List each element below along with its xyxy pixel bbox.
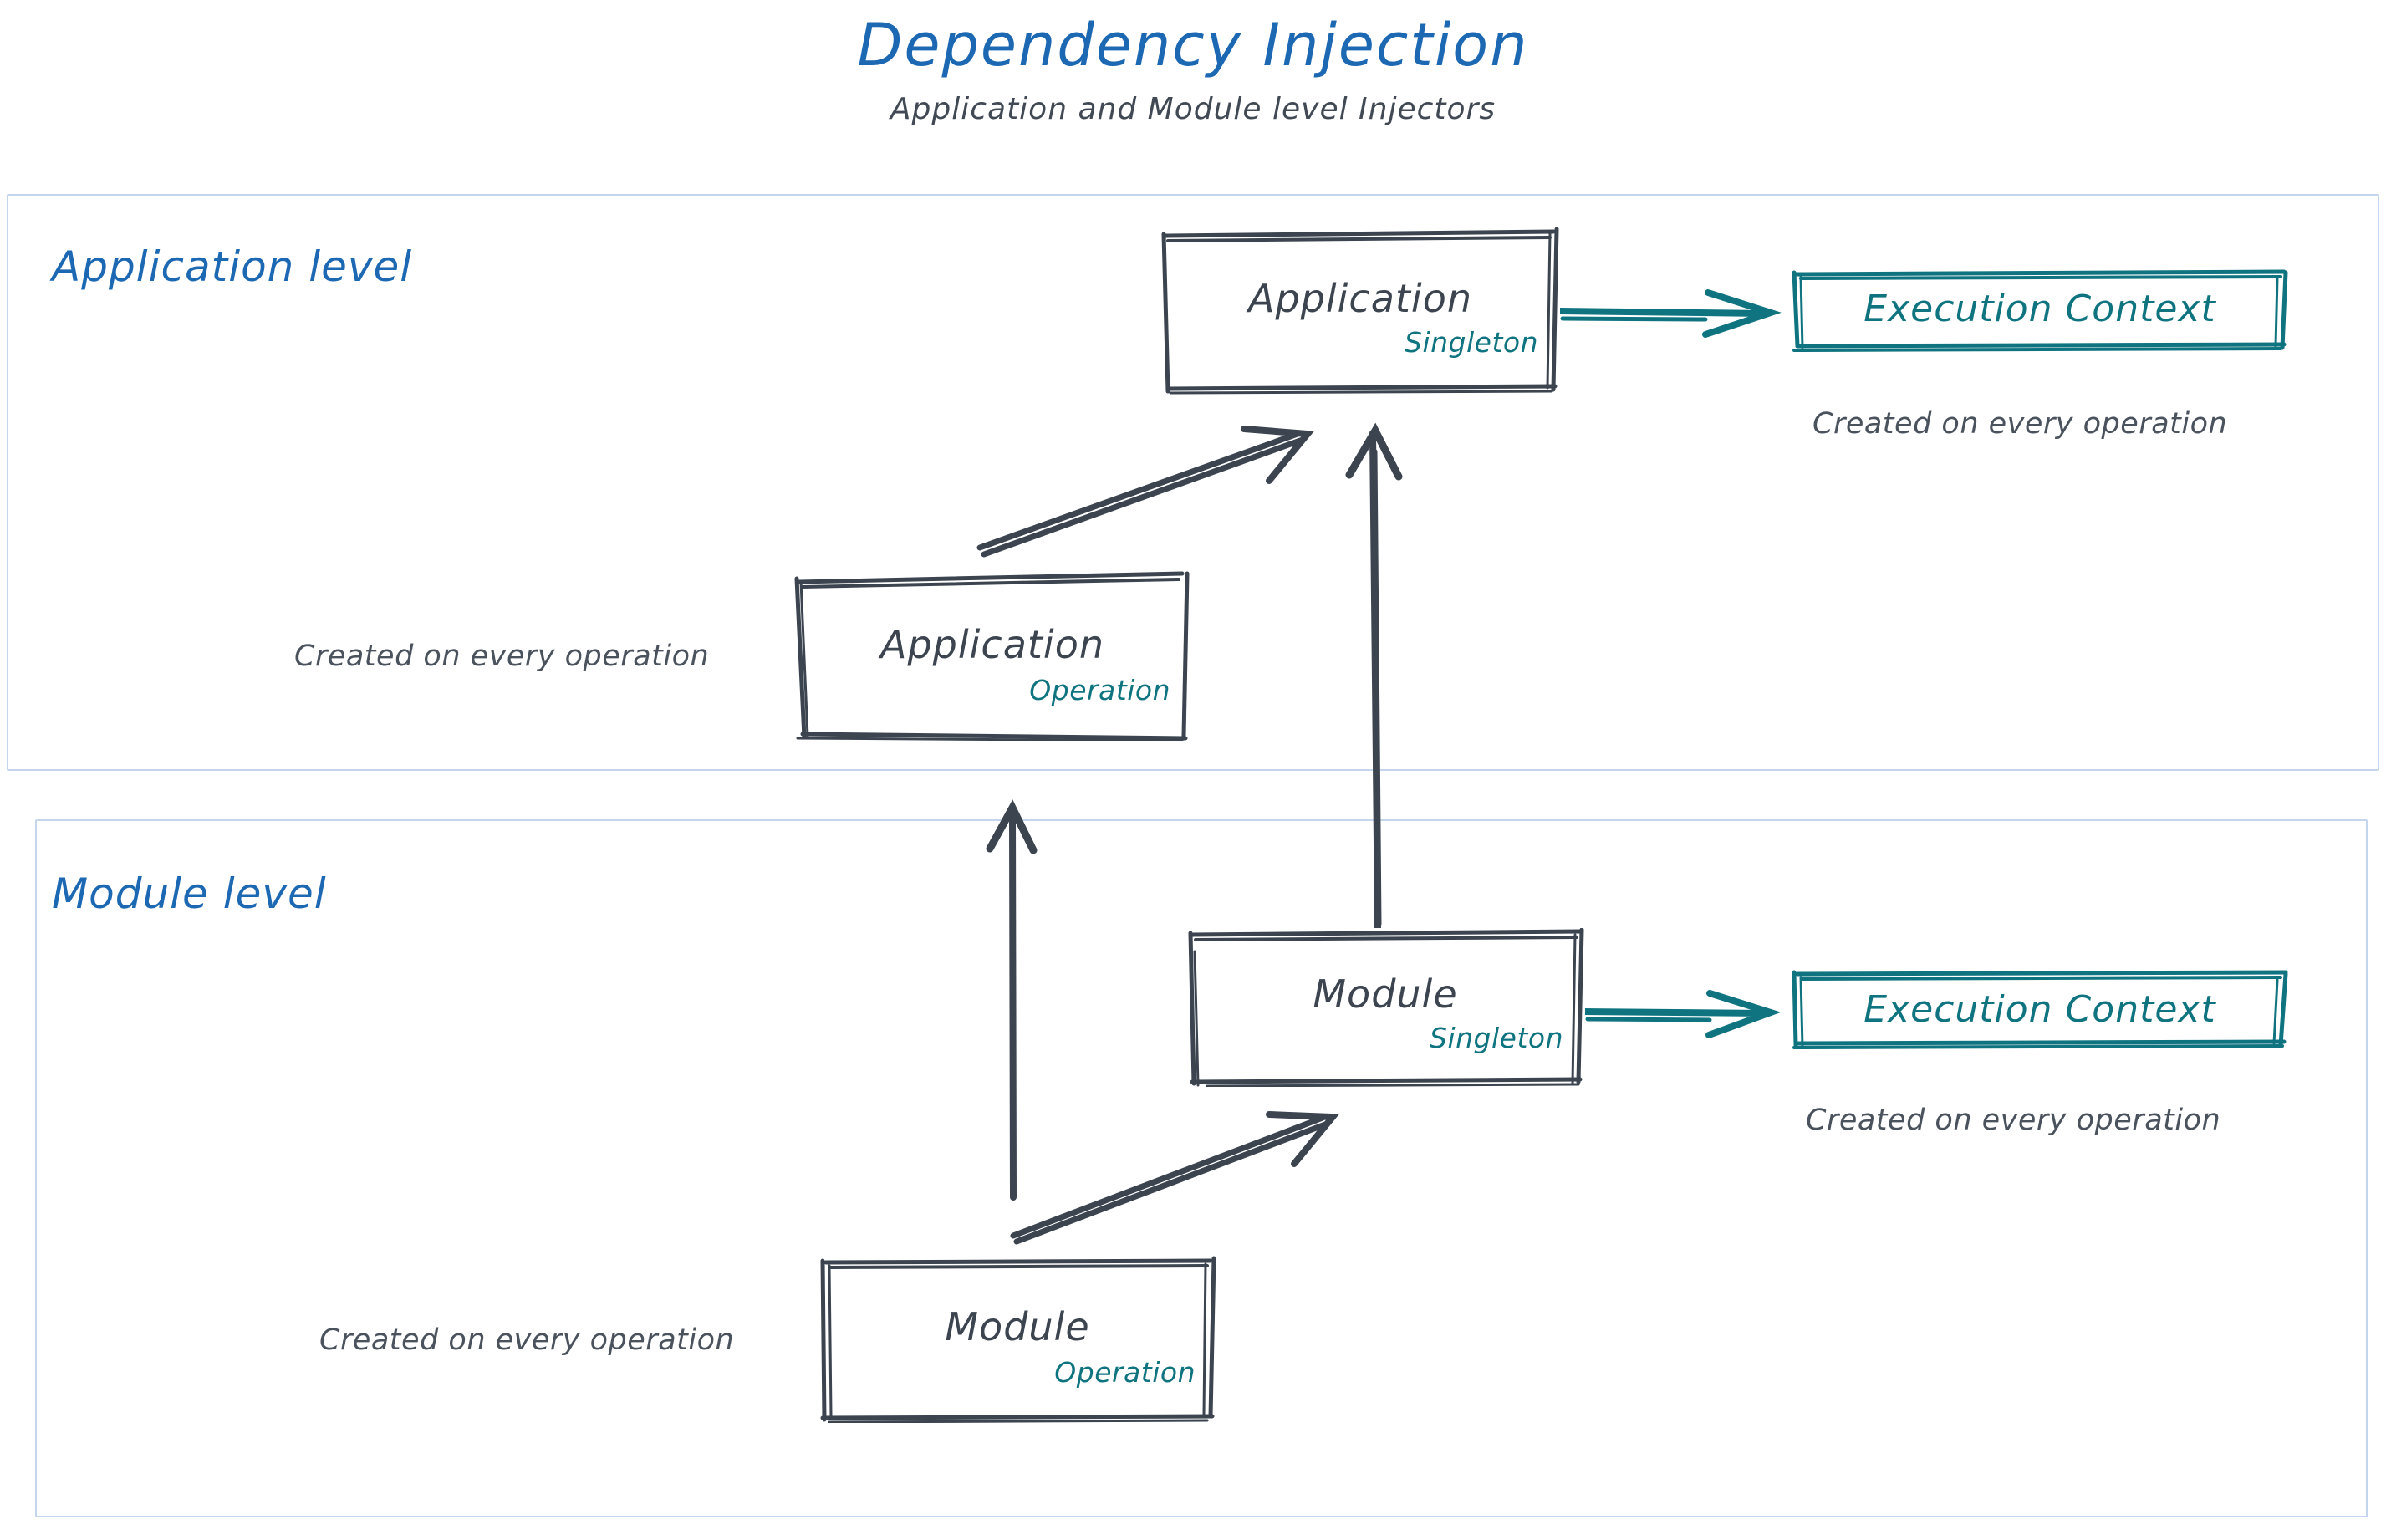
box-scope: Operation [1054,1356,1196,1389]
title-block: Dependency Injection Application and Mod… [0,0,2386,126]
box-title: Module [1313,971,1458,1017]
module-operation-box[interactable]: Module Operation [818,1256,1217,1423]
application-operation-box[interactable]: Application Operation [793,570,1192,741]
application-level-label: Application level [52,242,413,291]
application-singleton-box[interactable]: Application Singleton [1160,227,1560,395]
application-operation-caption: Created on every operation [294,640,710,673]
box-scope: Singleton [1430,1022,1563,1054]
box-scope: Singleton [1405,326,1538,359]
application-execution-context-caption: Created on every operation [1812,407,2228,441]
application-execution-context-box[interactable]: Execution Context [1791,269,2289,353]
module-execution-context-box[interactable]: Execution Context [1791,970,2289,1050]
module-singleton-box[interactable]: Module Singleton [1185,928,1585,1087]
module-execution-context-caption: Created on every operation [1806,1104,2221,1137]
execution-context-label: Execution Context [1863,988,2216,1031]
page-title: Dependency Injection [857,11,1529,79]
box-title: Application [879,622,1105,667]
module-level-container [35,819,2368,1517]
module-level-label: Module level [52,869,327,918]
application-level-container [7,194,2379,771]
module-operation-caption: Created on every operation [319,1323,735,1357]
execution-context-label: Execution Context [1863,288,2216,330]
box-scope: Operation [1029,674,1170,706]
box-title: Application [1247,276,1473,321]
page-subtitle: Application and Module level Injectors [890,91,1496,126]
box-title: Module [945,1304,1090,1349]
